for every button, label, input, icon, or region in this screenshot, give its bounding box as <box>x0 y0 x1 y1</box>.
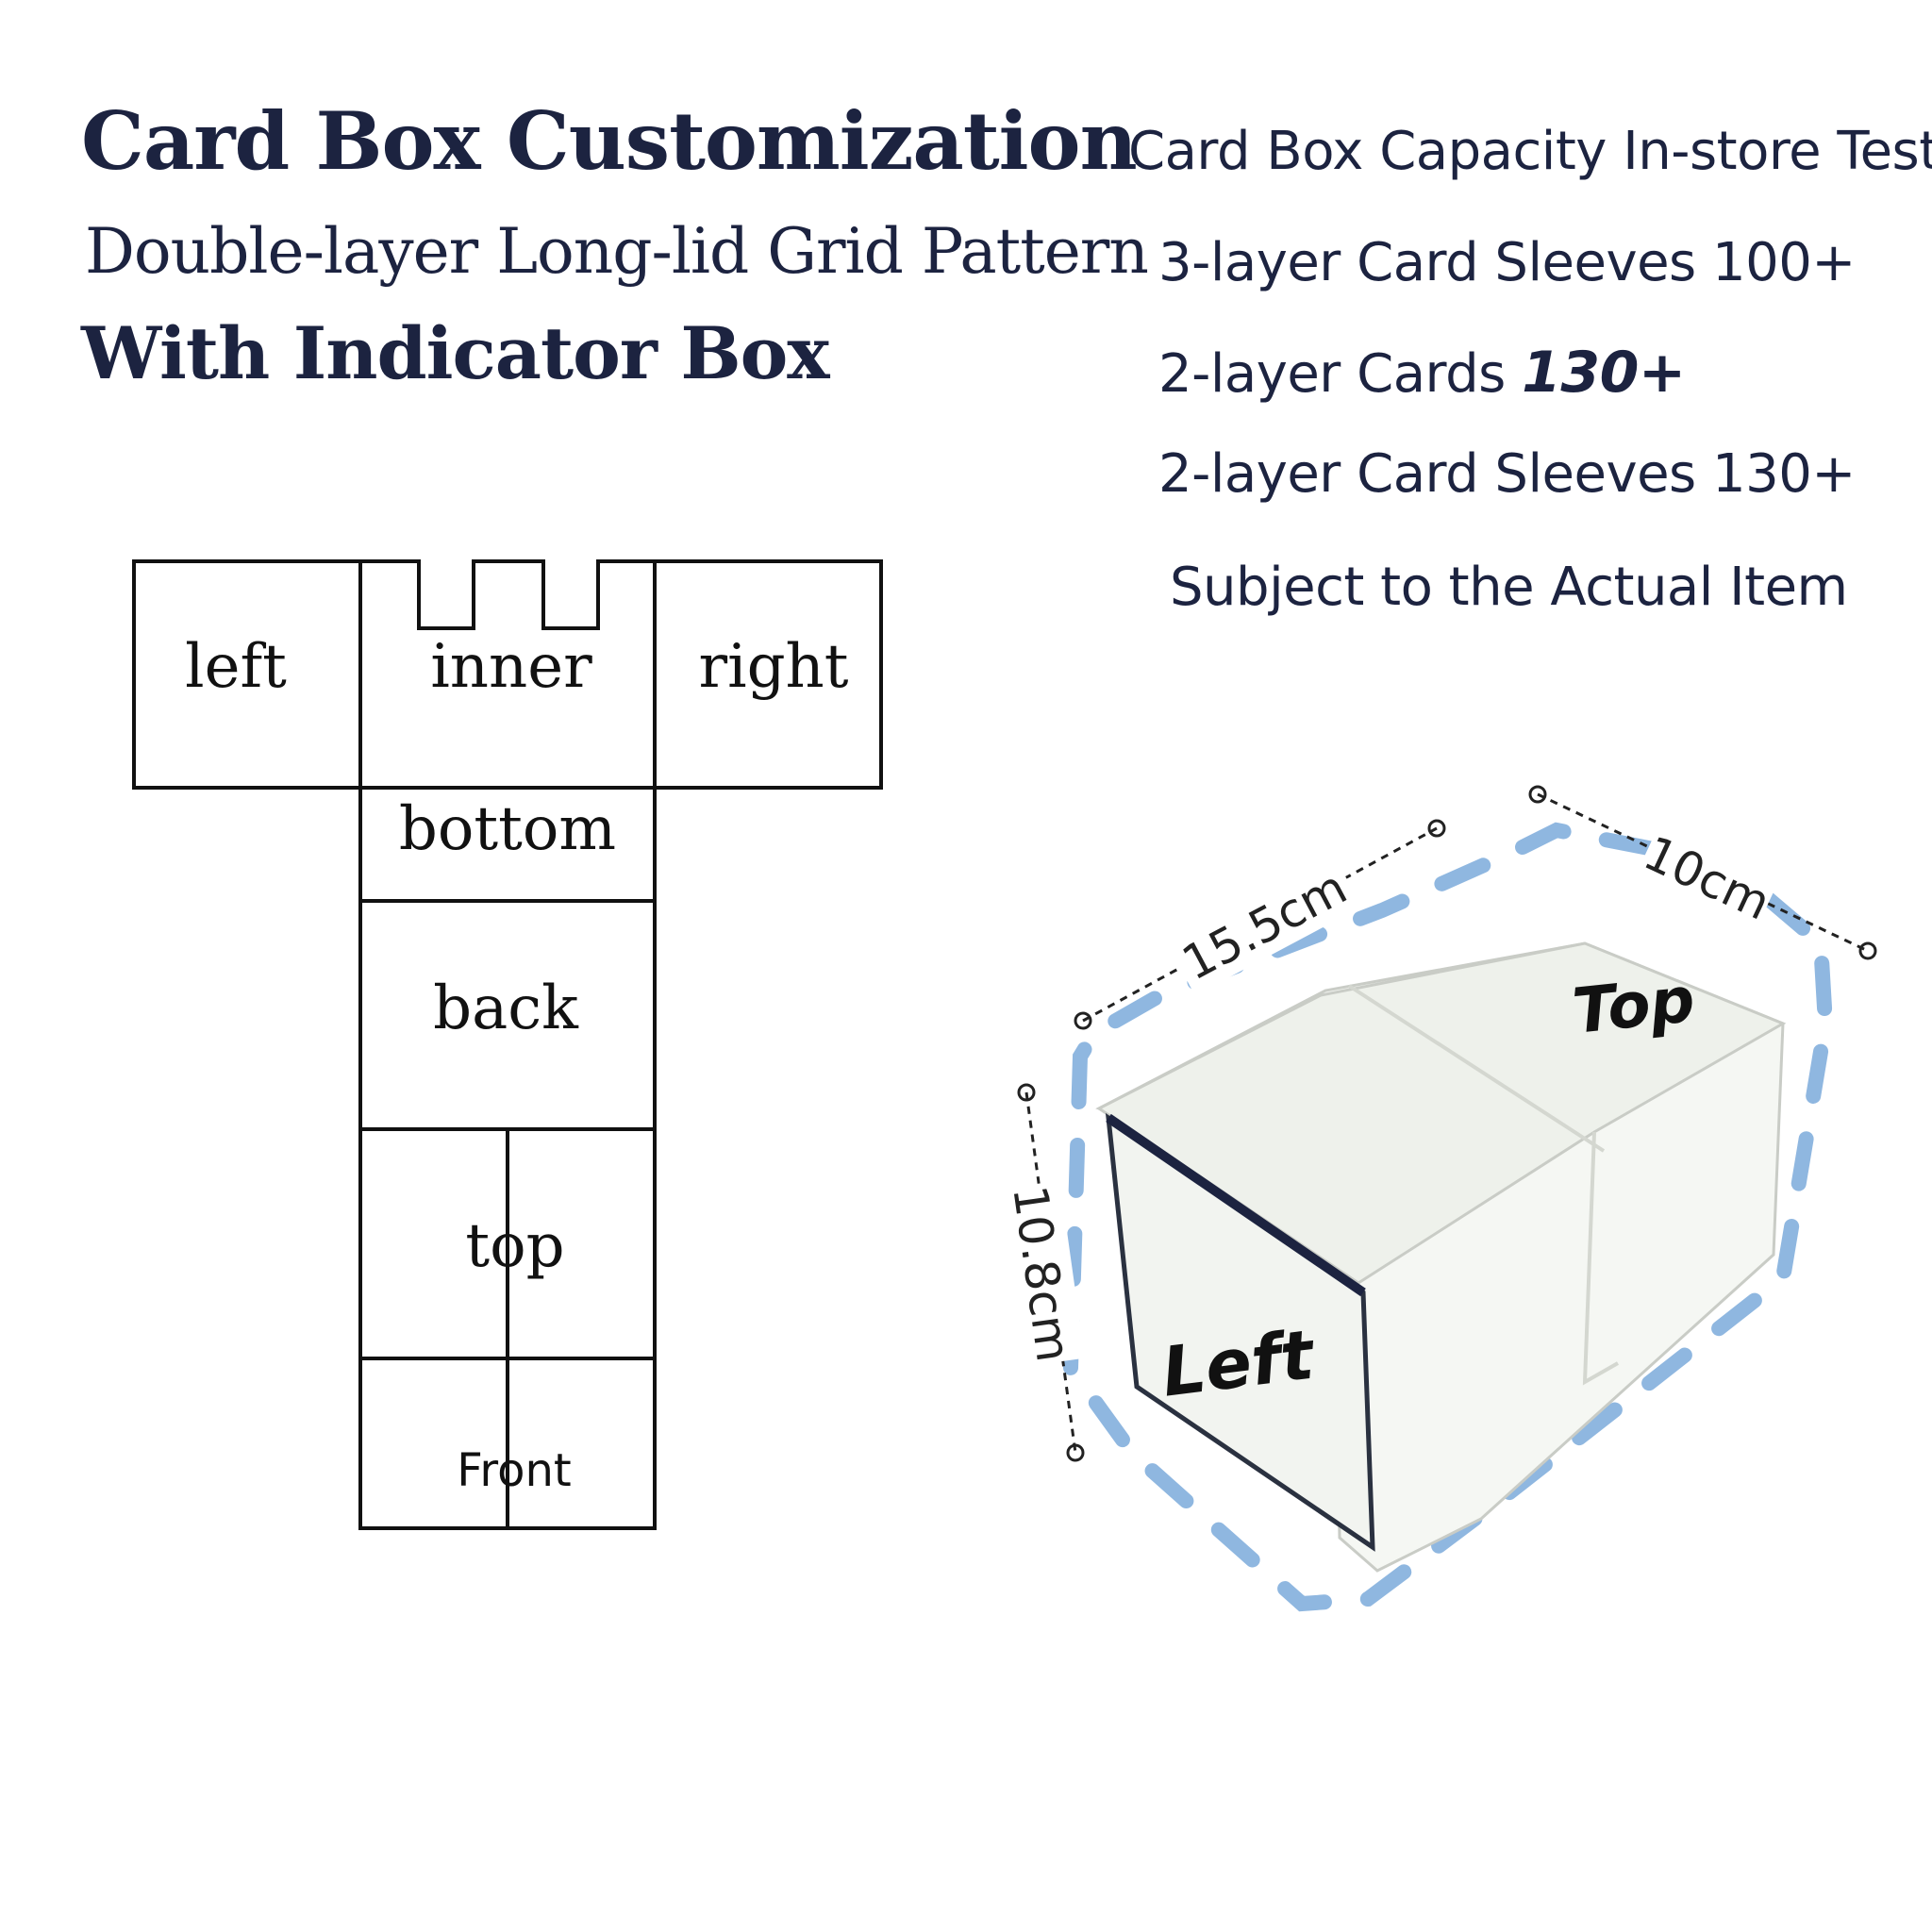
box-top-label: Top <box>1570 963 1698 1048</box>
dimension-end-marker <box>1528 785 1547 804</box>
net-label-inner: inner <box>430 632 592 702</box>
net-label-left: left <box>185 632 287 702</box>
dimension-label-height: 10.8cm <box>1002 1182 1081 1365</box>
page-subtitle-indicator: With Indicator Box <box>81 311 830 395</box>
dimension-label-width: 10cm <box>1636 825 1778 931</box>
box-lid-seam <box>1347 984 1606 1153</box>
capacity-line-2layer-sleeves: 2-layer Card Sleeves 130+ <box>1158 443 1856 505</box>
box-body: Top Left <box>1095 941 1787 1573</box>
dimension-end-marker <box>1066 1443 1085 1462</box>
capacity-title: Card Box Capacity In-store Test <box>1128 121 1932 182</box>
net-label-back: back <box>433 974 579 1043</box>
capacity-line-2layer-cards-value: 130+ <box>1522 340 1686 406</box>
capacity-line-3layer-sleeves: 3-layer Card Sleeves 100+ <box>1158 232 1856 293</box>
box-top-face <box>1096 941 1787 1285</box>
dimension-end-marker <box>1427 819 1446 838</box>
capacity-note: Subject to the Actual Item <box>1170 557 1848 618</box>
dimension-end-marker <box>1074 1011 1092 1030</box>
dimension-end-marker <box>1858 941 1877 960</box>
page-subtitle: Double-layer Long-lid Grid Pattern <box>85 215 1149 288</box>
net-label-top: top <box>465 1211 564 1281</box>
dimension-line-height <box>1024 1091 1077 1454</box>
dimension-line-width <box>1537 792 1869 953</box>
net-label-right: right <box>699 632 849 702</box>
box-left-label: Left <box>1158 1314 1320 1411</box>
box-lid-edge <box>1582 1131 1619 1386</box>
net-panel-right <box>653 559 883 790</box>
box-left-opening <box>1106 1113 1366 1297</box>
page-title: Card Box Customization <box>81 94 1138 188</box>
dimension-end-marker <box>1017 1083 1036 1102</box>
net-label-bottom: bottom <box>399 794 616 864</box>
capacity-line-2layer-cards: 2-layer Cards 130+ <box>1158 340 1686 406</box>
net-label-front: Front <box>457 1444 571 1497</box>
capacity-line-2layer-cards-label: 2-layer Cards <box>1158 343 1523 405</box>
